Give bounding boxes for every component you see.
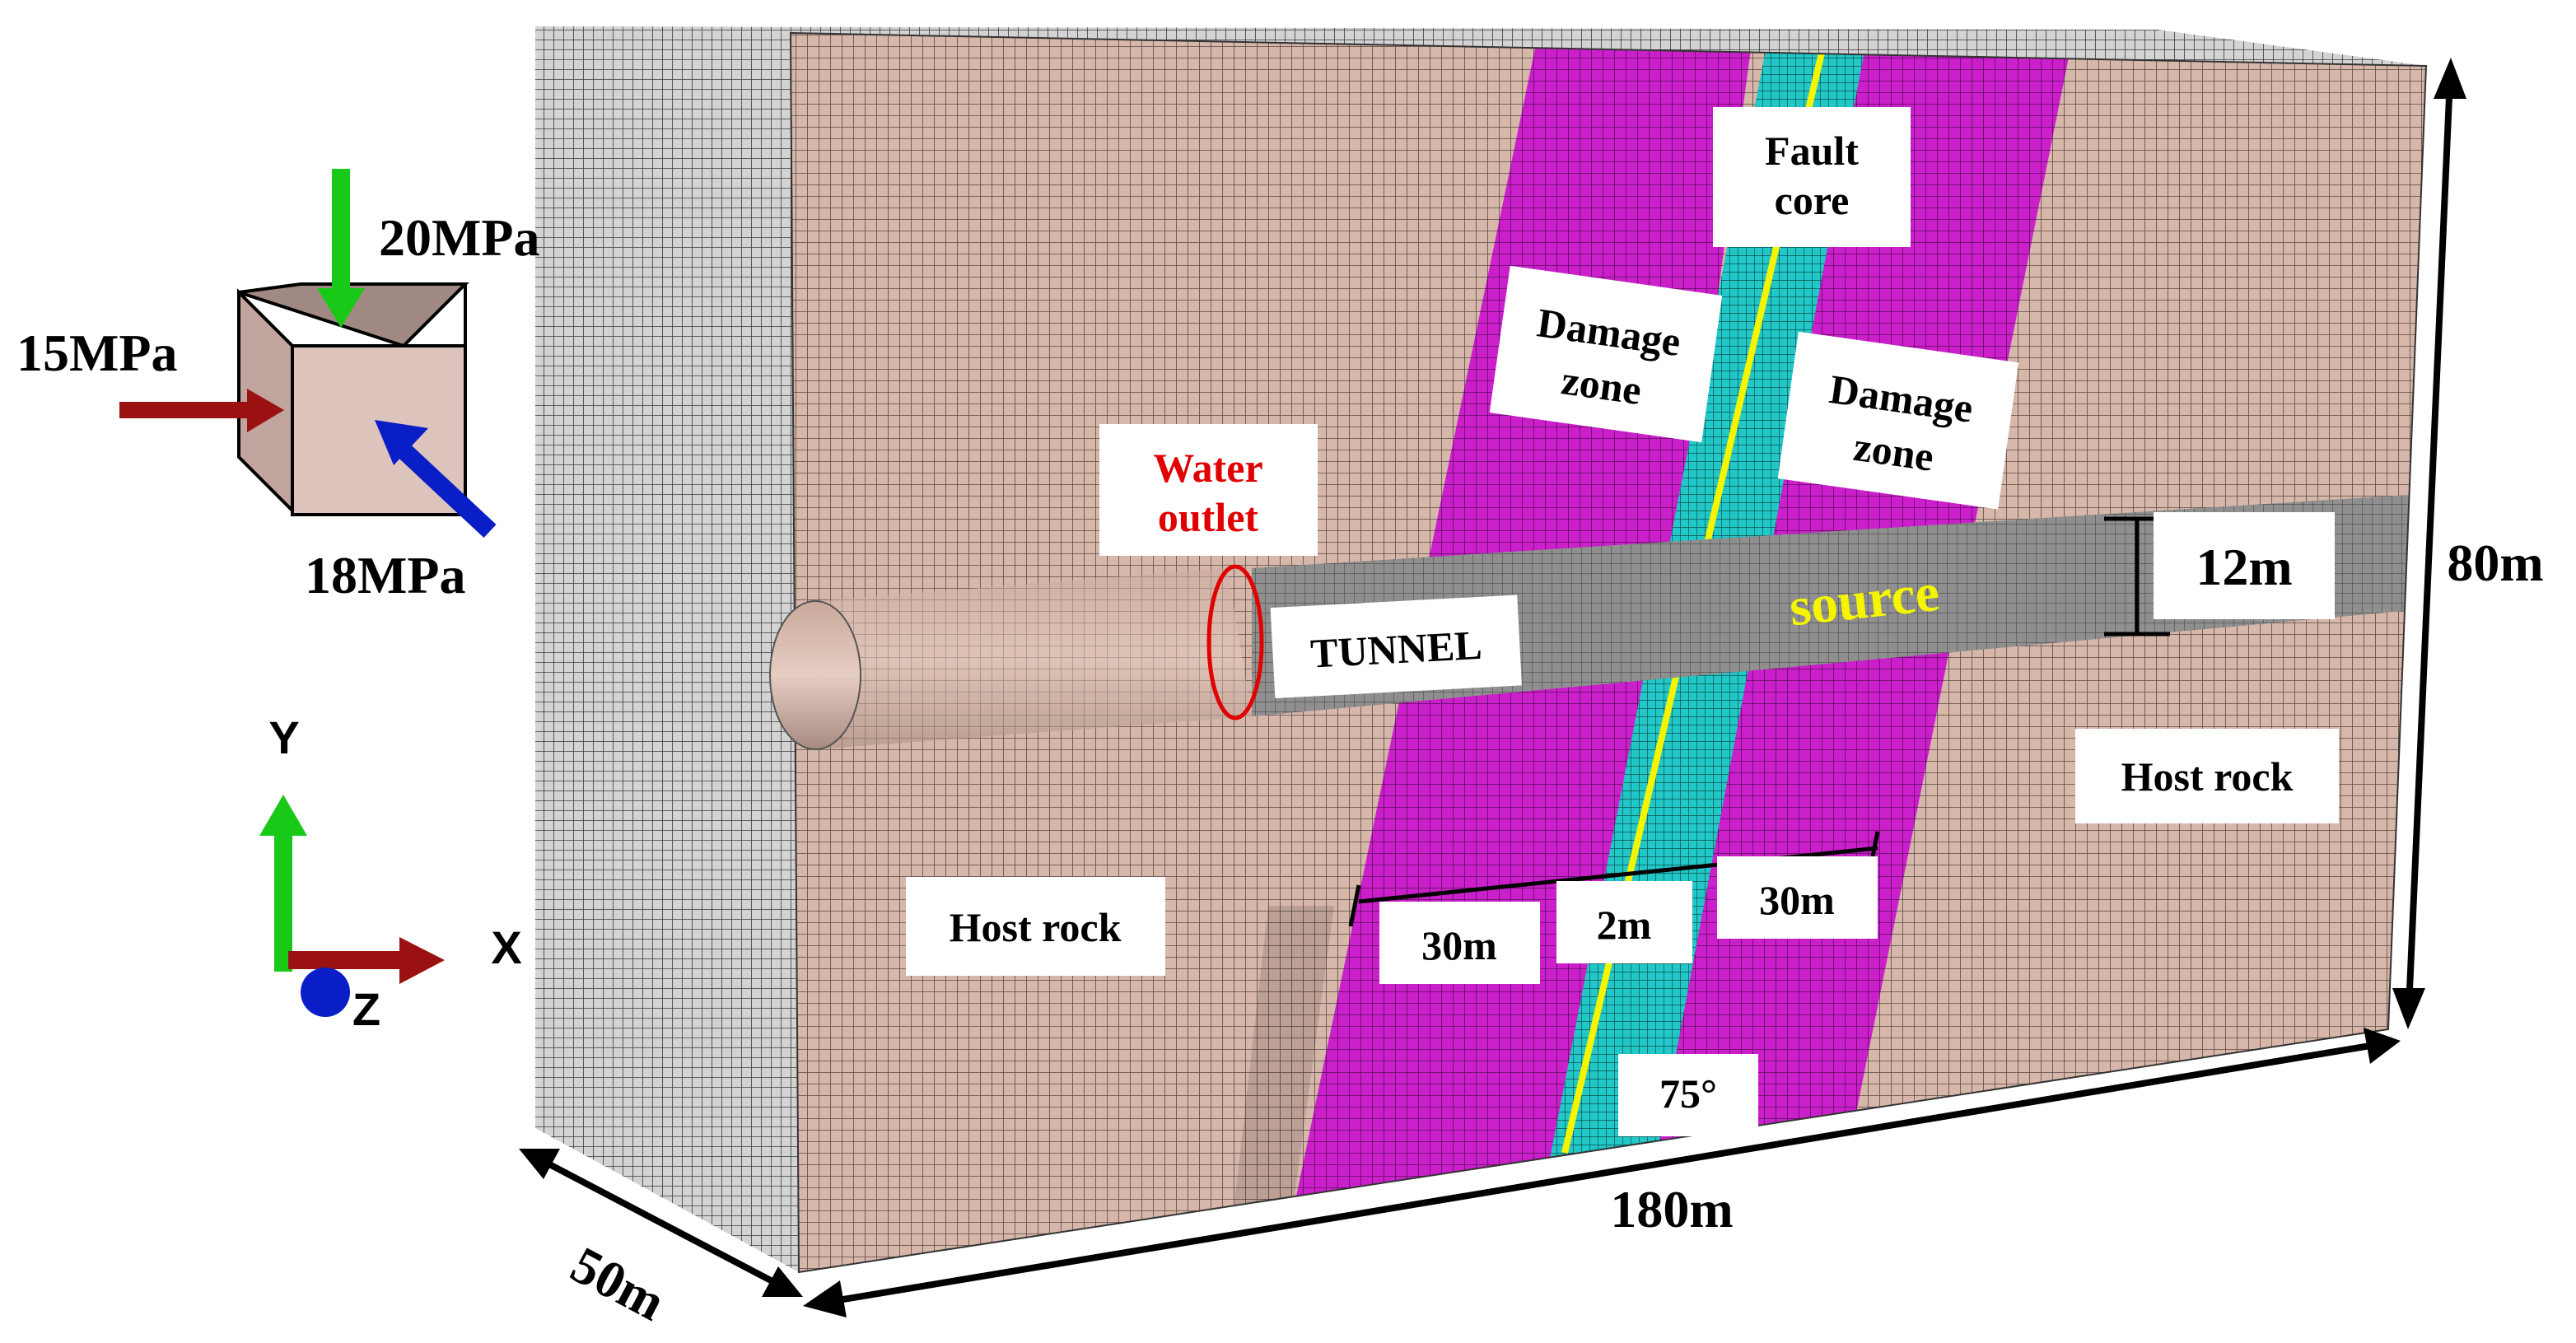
damage-zone-left-label: Damage zone [1489,265,1723,443]
svg-text:75°: 75° [1659,1070,1717,1117]
z-stress-arrow [375,420,497,539]
svg-text:30m: 30m [1421,922,1497,968]
zone-width-dimension: 30m 2m 30m [1348,831,1880,984]
svg-text:zone: zone [1559,357,1645,413]
host-rock-right-label: Host rock [2075,729,2339,823]
z-axis-label: Z [352,983,380,1035]
water-outlet-label: Water outlet [1099,424,1318,556]
svg-text:30m: 30m [1759,877,1835,923]
length-dimension: 180m [803,1028,2401,1317]
x-stress-arrow [119,389,284,432]
svg-text:80m: 80m [2447,534,2543,592]
svg-text:Fault: Fault [1765,128,1859,174]
tunnel-cylinder [769,564,1264,750]
dip-angle-label: 75° [1618,1054,1758,1136]
svg-text:Host rock: Host rock [2121,753,2294,800]
vertical-stress-arrow [317,169,365,328]
block-side-face [535,26,799,1272]
svg-text:TUNNEL: TUNNEL [1309,622,1483,677]
tunnel-label: TUNNEL [1270,595,1522,699]
height-dimension: 80m [2392,58,2544,1029]
svg-text:180m: 180m [1610,1180,1733,1238]
svg-text:zone: zone [1851,423,1937,480]
svg-text:50m: 50m [562,1235,674,1332]
coordinate-axes [259,795,445,1017]
damage-zone-right-label: Damage zone [1777,331,2019,510]
svg-text:outlet: outlet [1158,494,1259,540]
fault-core-label: Fault core [1713,107,1911,247]
x-stress-label: 15MPa [16,324,178,382]
svg-text:Host rock: Host rock [950,904,1122,950]
svg-text:Water: Water [1153,445,1262,491]
tunnel-diameter-dimension: 12m [2104,512,2335,637]
vertical-stress-label: 20MPa [379,208,540,267]
tunnel-strip [1252,494,2421,716]
host-rock-left-label: Host rock [906,877,1165,976]
z-stress-label: 18MPa [305,546,466,604]
svg-text:2m: 2m [1597,902,1652,948]
svg-text:core: core [1775,177,1850,223]
x-axis-label: X [491,921,521,973]
svg-text:12m: 12m [2196,538,2292,596]
water-outlet-ring [1206,564,1264,720]
y-axis-label: Y [268,711,299,763]
